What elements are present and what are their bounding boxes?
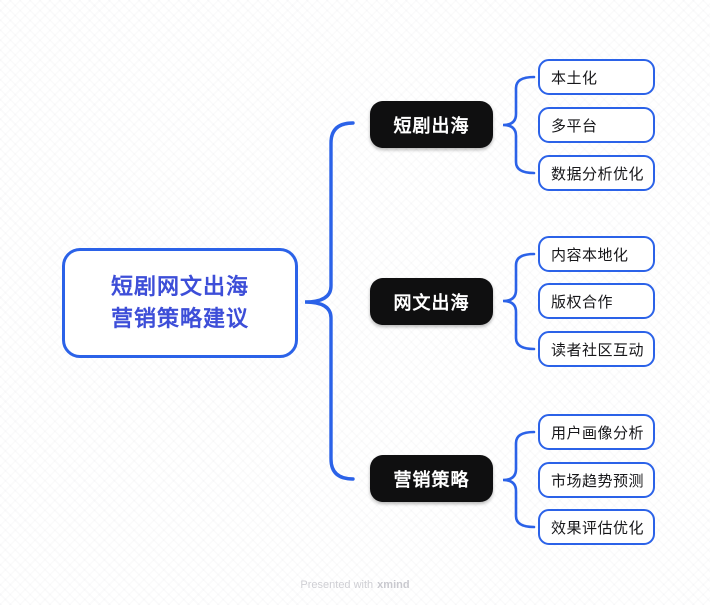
- root-topic-line1: 短剧网文出海: [110, 274, 249, 300]
- branch-topic-1-label: 短剧出海: [393, 115, 470, 136]
- subtopic-1-2-label: 多平台: [551, 117, 598, 135]
- subtopic-3-2[interactable]: 市场趋势预测: [538, 462, 655, 498]
- branch-topic-3-label: 营销策略: [393, 469, 470, 490]
- subtopic-3-2-label: 市场趋势预测: [551, 472, 645, 490]
- subtopic-3-1[interactable]: 用户画像分析: [538, 414, 655, 450]
- brace-connector-branch-1: [502, 75, 536, 175]
- watermark-brand: xmind: [377, 579, 410, 591]
- brace-connector-branch-2: [502, 252, 536, 351]
- branch-topic-1[interactable]: 短剧出海: [370, 101, 493, 148]
- subtopic-1-2[interactable]: 多平台: [538, 107, 655, 143]
- subtopic-2-2[interactable]: 版权合作: [538, 283, 655, 319]
- subtopic-1-3[interactable]: 数据分析优化: [538, 155, 655, 191]
- subtopic-2-1-label: 内容本地化: [551, 246, 629, 264]
- branch-topic-2[interactable]: 网文出海: [370, 278, 493, 325]
- subtopic-2-2-label: 版权合作: [551, 293, 614, 311]
- subtopic-3-3-label: 效果评估优化: [551, 519, 645, 537]
- watermark: Presented with xmind: [0, 579, 710, 591]
- brace-connector-branch-3: [502, 430, 536, 529]
- subtopic-2-1[interactable]: 内容本地化: [538, 236, 655, 272]
- brace-connector-root: [304, 121, 355, 481]
- root-topic-line2: 营销策略建议: [110, 305, 249, 331]
- subtopic-1-1[interactable]: 本土化: [538, 59, 655, 95]
- subtopic-1-3-label: 数据分析优化: [551, 165, 645, 183]
- branch-topic-2-label: 网文出海: [393, 292, 470, 313]
- subtopic-2-3[interactable]: 读者社区互动: [538, 331, 655, 367]
- branch-topic-3[interactable]: 营销策略: [370, 455, 493, 502]
- subtopic-3-1-label: 用户画像分析: [551, 424, 645, 442]
- subtopic-1-1-label: 本土化: [551, 69, 598, 87]
- watermark-text: Presented with: [300, 579, 374, 591]
- subtopic-2-3-label: 读者社区互动: [551, 341, 645, 359]
- root-topic[interactable]: 短剧网文出海 营销策略建议: [62, 248, 298, 358]
- subtopic-3-3[interactable]: 效果评估优化: [538, 509, 655, 545]
